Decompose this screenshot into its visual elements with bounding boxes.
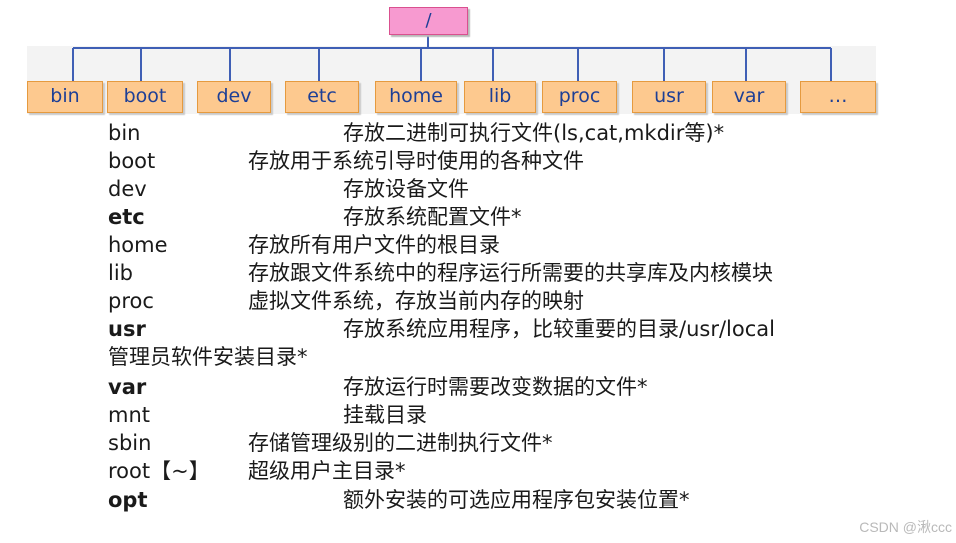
dir-node-home: home [375, 81, 457, 113]
dir-name: bin [108, 121, 141, 145]
root-directory-node: / [389, 7, 468, 35]
dir-name: proc [108, 289, 154, 313]
dir-name: etc [108, 205, 145, 229]
dir-description: 存放所有用户文件的根目录 [248, 233, 500, 257]
dir-name: home [108, 233, 168, 257]
dir-description: 额外安装的可选应用程序包安装位置* [343, 488, 690, 512]
dir-node-var: var [712, 81, 786, 113]
dir-node-dev: dev [197, 81, 271, 113]
dir-description: 超级用户主目录* [248, 459, 406, 483]
dir-name: opt [108, 488, 148, 512]
dir-node-bin: bin [27, 81, 103, 113]
dir-name: root【~】 [108, 459, 210, 483]
dir-description: 虚拟文件系统，存放当前内存的映射 [248, 289, 584, 313]
dir-description: 存放二进制可执行文件(ls,cat,mkdir等)* [343, 121, 725, 145]
dir-description: 存放运行时需要改变数据的文件* [343, 375, 648, 399]
dir-node-boot: boot [107, 81, 183, 113]
dir-name: usr [108, 317, 146, 341]
dir-name: lib [108, 261, 133, 285]
dir-node-usr: usr [632, 81, 706, 113]
dir-description: 存放跟文件系统中的程序运行所需要的共享库及内核模块 [248, 261, 773, 285]
dir-node-proc: proc [542, 81, 617, 113]
dir-name: var [108, 375, 147, 399]
tree-connectors [72, 34, 832, 81]
dir-description: 存储管理级别的二进制执行文件* [248, 431, 553, 455]
dir-node-lib: lib [464, 81, 536, 113]
dir-node-more: … [800, 81, 876, 113]
dir-name: dev [108, 177, 147, 201]
dir-description: 存放系统应用程序，比较重要的目录/usr/local [343, 317, 775, 341]
dir-description: 存放系统配置文件* [343, 205, 522, 229]
dir-name: sbin [108, 431, 152, 455]
dir-description: 存放用于系统引导时使用的各种文件 [248, 149, 584, 173]
dir-name: boot [108, 149, 156, 173]
dir-description: 管理员软件安装目录* [108, 345, 308, 369]
watermark: CSDN @湫ccc [859, 519, 952, 535]
dir-description: 挂载目录 [343, 403, 427, 427]
dir-name: mnt [108, 403, 150, 427]
dir-description: 存放设备文件 [343, 177, 469, 201]
dir-node-etc: etc [285, 81, 359, 113]
